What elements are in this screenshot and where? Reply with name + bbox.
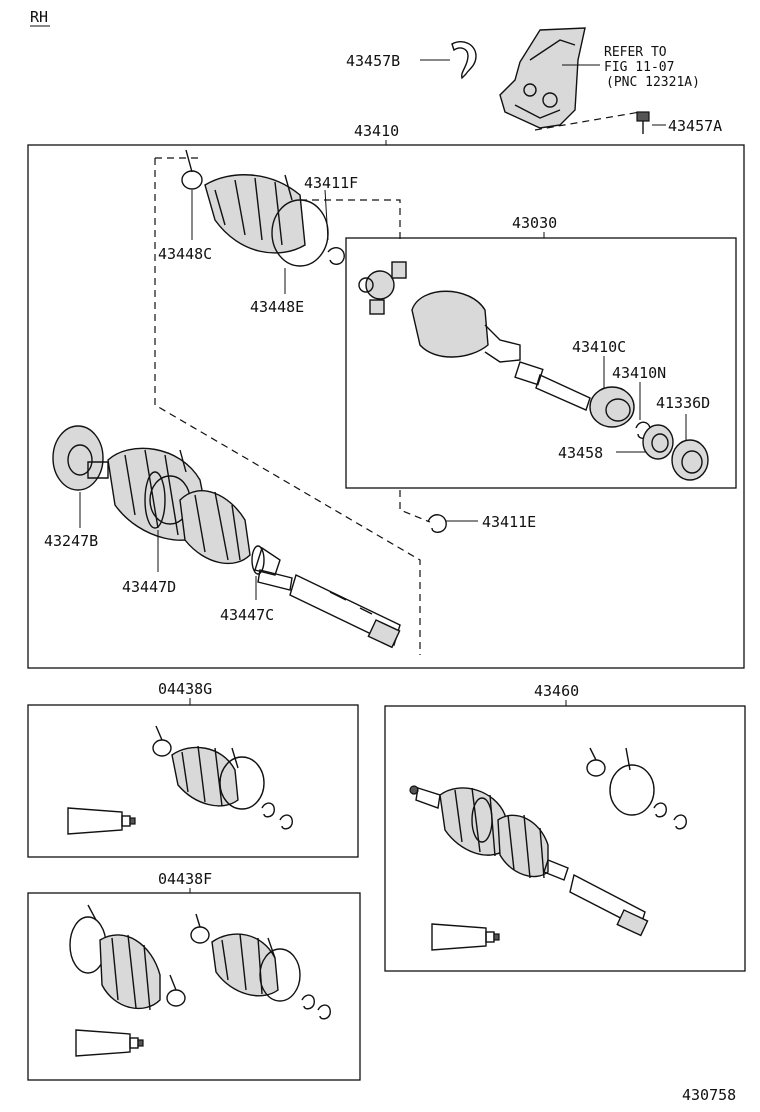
kit-04438f-grease-tube[interactable] [75,1029,144,1057]
kit-dashline-inner [300,199,401,240]
assy-43460-inner-boot[interactable] [497,814,549,879]
kit-04438f-inner-clamp[interactable] [190,913,210,944]
assy-43460-band[interactable] [609,747,655,816]
label-43458[interactable]: 43458 [558,444,603,462]
figure-number: 430758 [682,1086,736,1104]
label-43457b[interactable]: 43457B [346,52,400,70]
kit-04438g-clamp[interactable] [152,725,172,757]
kit-04438f-inner-boot[interactable] [211,933,279,997]
label-04438g[interactable]: 04438G [158,680,212,698]
label-43447c[interactable]: 43447C [220,606,274,624]
boot-clamp-43448c[interactable] [181,149,203,190]
label-43457a[interactable]: 43457A [668,117,722,135]
kit-04438f-inner-band[interactable] [259,937,301,1002]
assy-43460-outboard-joint[interactable] [409,785,506,857]
label-43460[interactable]: 43460 [534,682,579,700]
bearing-bracket-illustration[interactable] [499,27,586,129]
assy-43460-shaft[interactable] [543,859,649,937]
label-43448c[interactable]: 43448C [158,245,212,263]
kit-04438g-clip-2[interactable] [279,814,293,830]
clip-43411e[interactable] [427,514,447,533]
label-43411f[interactable]: 43411F [304,174,358,192]
assy-43460-clip-2[interactable] [673,814,687,830]
label-43030[interactable]: 43030 [512,214,557,232]
assy-43460-clamp[interactable] [586,747,606,777]
assy-43460-clip-1[interactable] [653,802,667,818]
label-04438f[interactable]: 04438F [158,870,212,888]
kit-04438g-clip-1[interactable] [261,802,275,818]
bolt-43457a[interactable] [636,111,650,134]
kit-04438g-grease-tube[interactable] [67,807,136,835]
label-43247b[interactable]: 43247B [44,532,98,550]
inner-shaft[interactable] [514,361,591,411]
bearing-43410c[interactable] [589,386,635,428]
label-43447d[interactable]: 43447D [122,578,176,596]
label-43411e[interactable]: 43411E [482,513,536,531]
reference-line2: FIG 11-07 [604,60,674,75]
inboard-boot[interactable] [204,174,306,254]
reference-line1: REFER TO [604,45,667,60]
label-43448e[interactable]: 43448E [250,298,304,316]
abs-rotor-43247b[interactable] [52,425,104,491]
label-43410n[interactable]: 43410N [612,364,666,382]
kit-box-04438g [27,704,359,858]
kit-04438f-clip-1[interactable] [301,994,315,1010]
kit-04438f-outer-boot[interactable] [99,934,161,1011]
label-43410c[interactable]: 43410C [572,338,626,356]
kit-dashline-clip [399,490,431,523]
label-43410[interactable]: 43410 [354,122,399,140]
leader-43411f [324,189,329,241]
assembly-box-43030 [345,237,737,489]
assembly-box-43460 [384,705,746,972]
clip-43411f[interactable] [327,247,345,265]
snap-ring-43457b[interactable] [451,40,477,80]
kit-dashline-left [154,158,421,655]
inboard-joint-housing[interactable] [411,290,521,363]
inner-boot[interactable] [179,490,251,565]
kit-04438f-clip-2[interactable] [317,1004,331,1020]
kit-04438f-outer-clamp[interactable] [166,974,186,1007]
bracket-bolt-dashline [534,111,641,131]
assy-43460-grease-tube[interactable] [431,923,500,951]
boot-clamp-43447d[interactable] [144,449,187,529]
assembly-box-43410 [27,144,745,669]
seal-43458[interactable] [642,424,674,460]
kit-box-04438f [27,892,361,1081]
boot-clamp-43447c[interactable] [251,545,281,576]
side-label: RH [30,8,48,26]
label-41336d[interactable]: 41336D [656,394,710,412]
kit-04438g-boot[interactable] [171,745,239,807]
kit-04438g-band[interactable] [219,747,265,810]
seal-41336d[interactable] [671,439,709,481]
tripod-joint[interactable] [358,261,407,315]
outboard-shaft[interactable] [257,569,401,649]
reference-line3: (PNC 12321A) [606,75,700,90]
